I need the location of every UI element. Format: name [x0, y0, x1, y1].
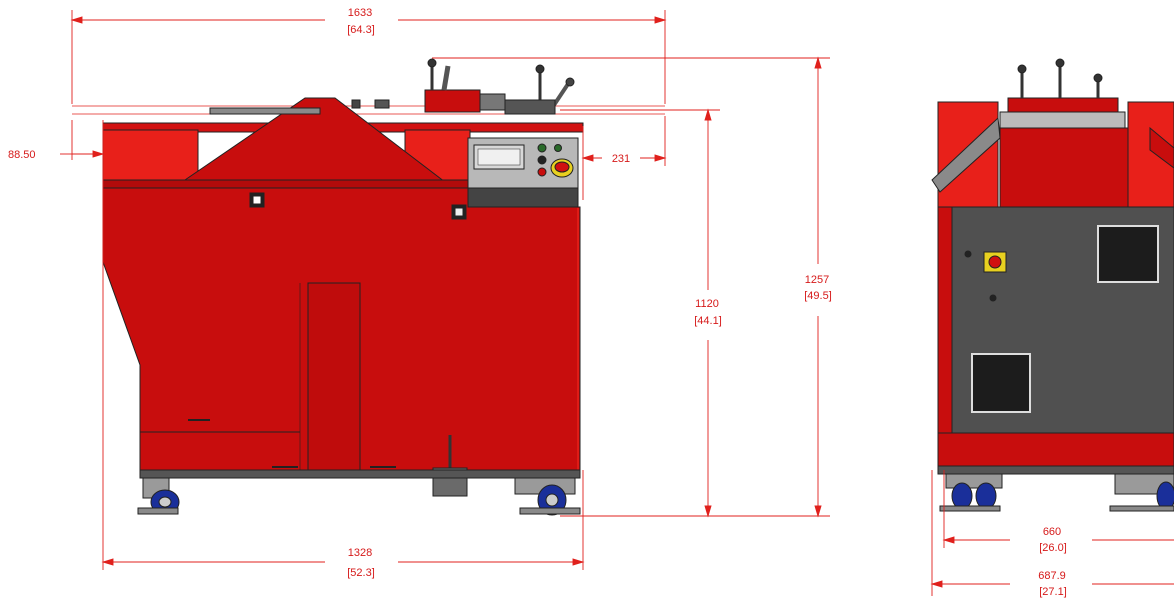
- front-view: [72, 58, 665, 516]
- dimension-lines: [60, 10, 1174, 596]
- dim-inner-width-value: 660: [1043, 526, 1061, 538]
- dim-body-length-value: 1328: [348, 547, 372, 559]
- dim-right-offset-value: 231: [612, 153, 630, 165]
- dim-outer-width-inch: [27.1]: [1039, 586, 1067, 598]
- dimension-labels: 1633 [64.3] 88.50 231 1328 [52.3] 1120 […: [8, 7, 1067, 598]
- dim-overall-height-inch: [49.5]: [804, 290, 832, 302]
- dim-overall-height-value: 1257: [805, 274, 829, 286]
- dim-inner-width-inch: [26.0]: [1039, 542, 1067, 554]
- side-view: [931, 58, 1174, 512]
- dim-outer-width-value: 687.9: [1038, 570, 1066, 582]
- dim-table-height-value: 1120: [695, 298, 719, 310]
- dim-left-offset-value: 88.50: [8, 149, 36, 161]
- dim-table-height-inch: [44.1]: [694, 315, 722, 327]
- dim-overall-length-inch: [64.3]: [347, 24, 375, 36]
- dim-overall-length-value: 1633: [348, 7, 372, 19]
- dim-body-length-inch: [52.3]: [347, 567, 375, 579]
